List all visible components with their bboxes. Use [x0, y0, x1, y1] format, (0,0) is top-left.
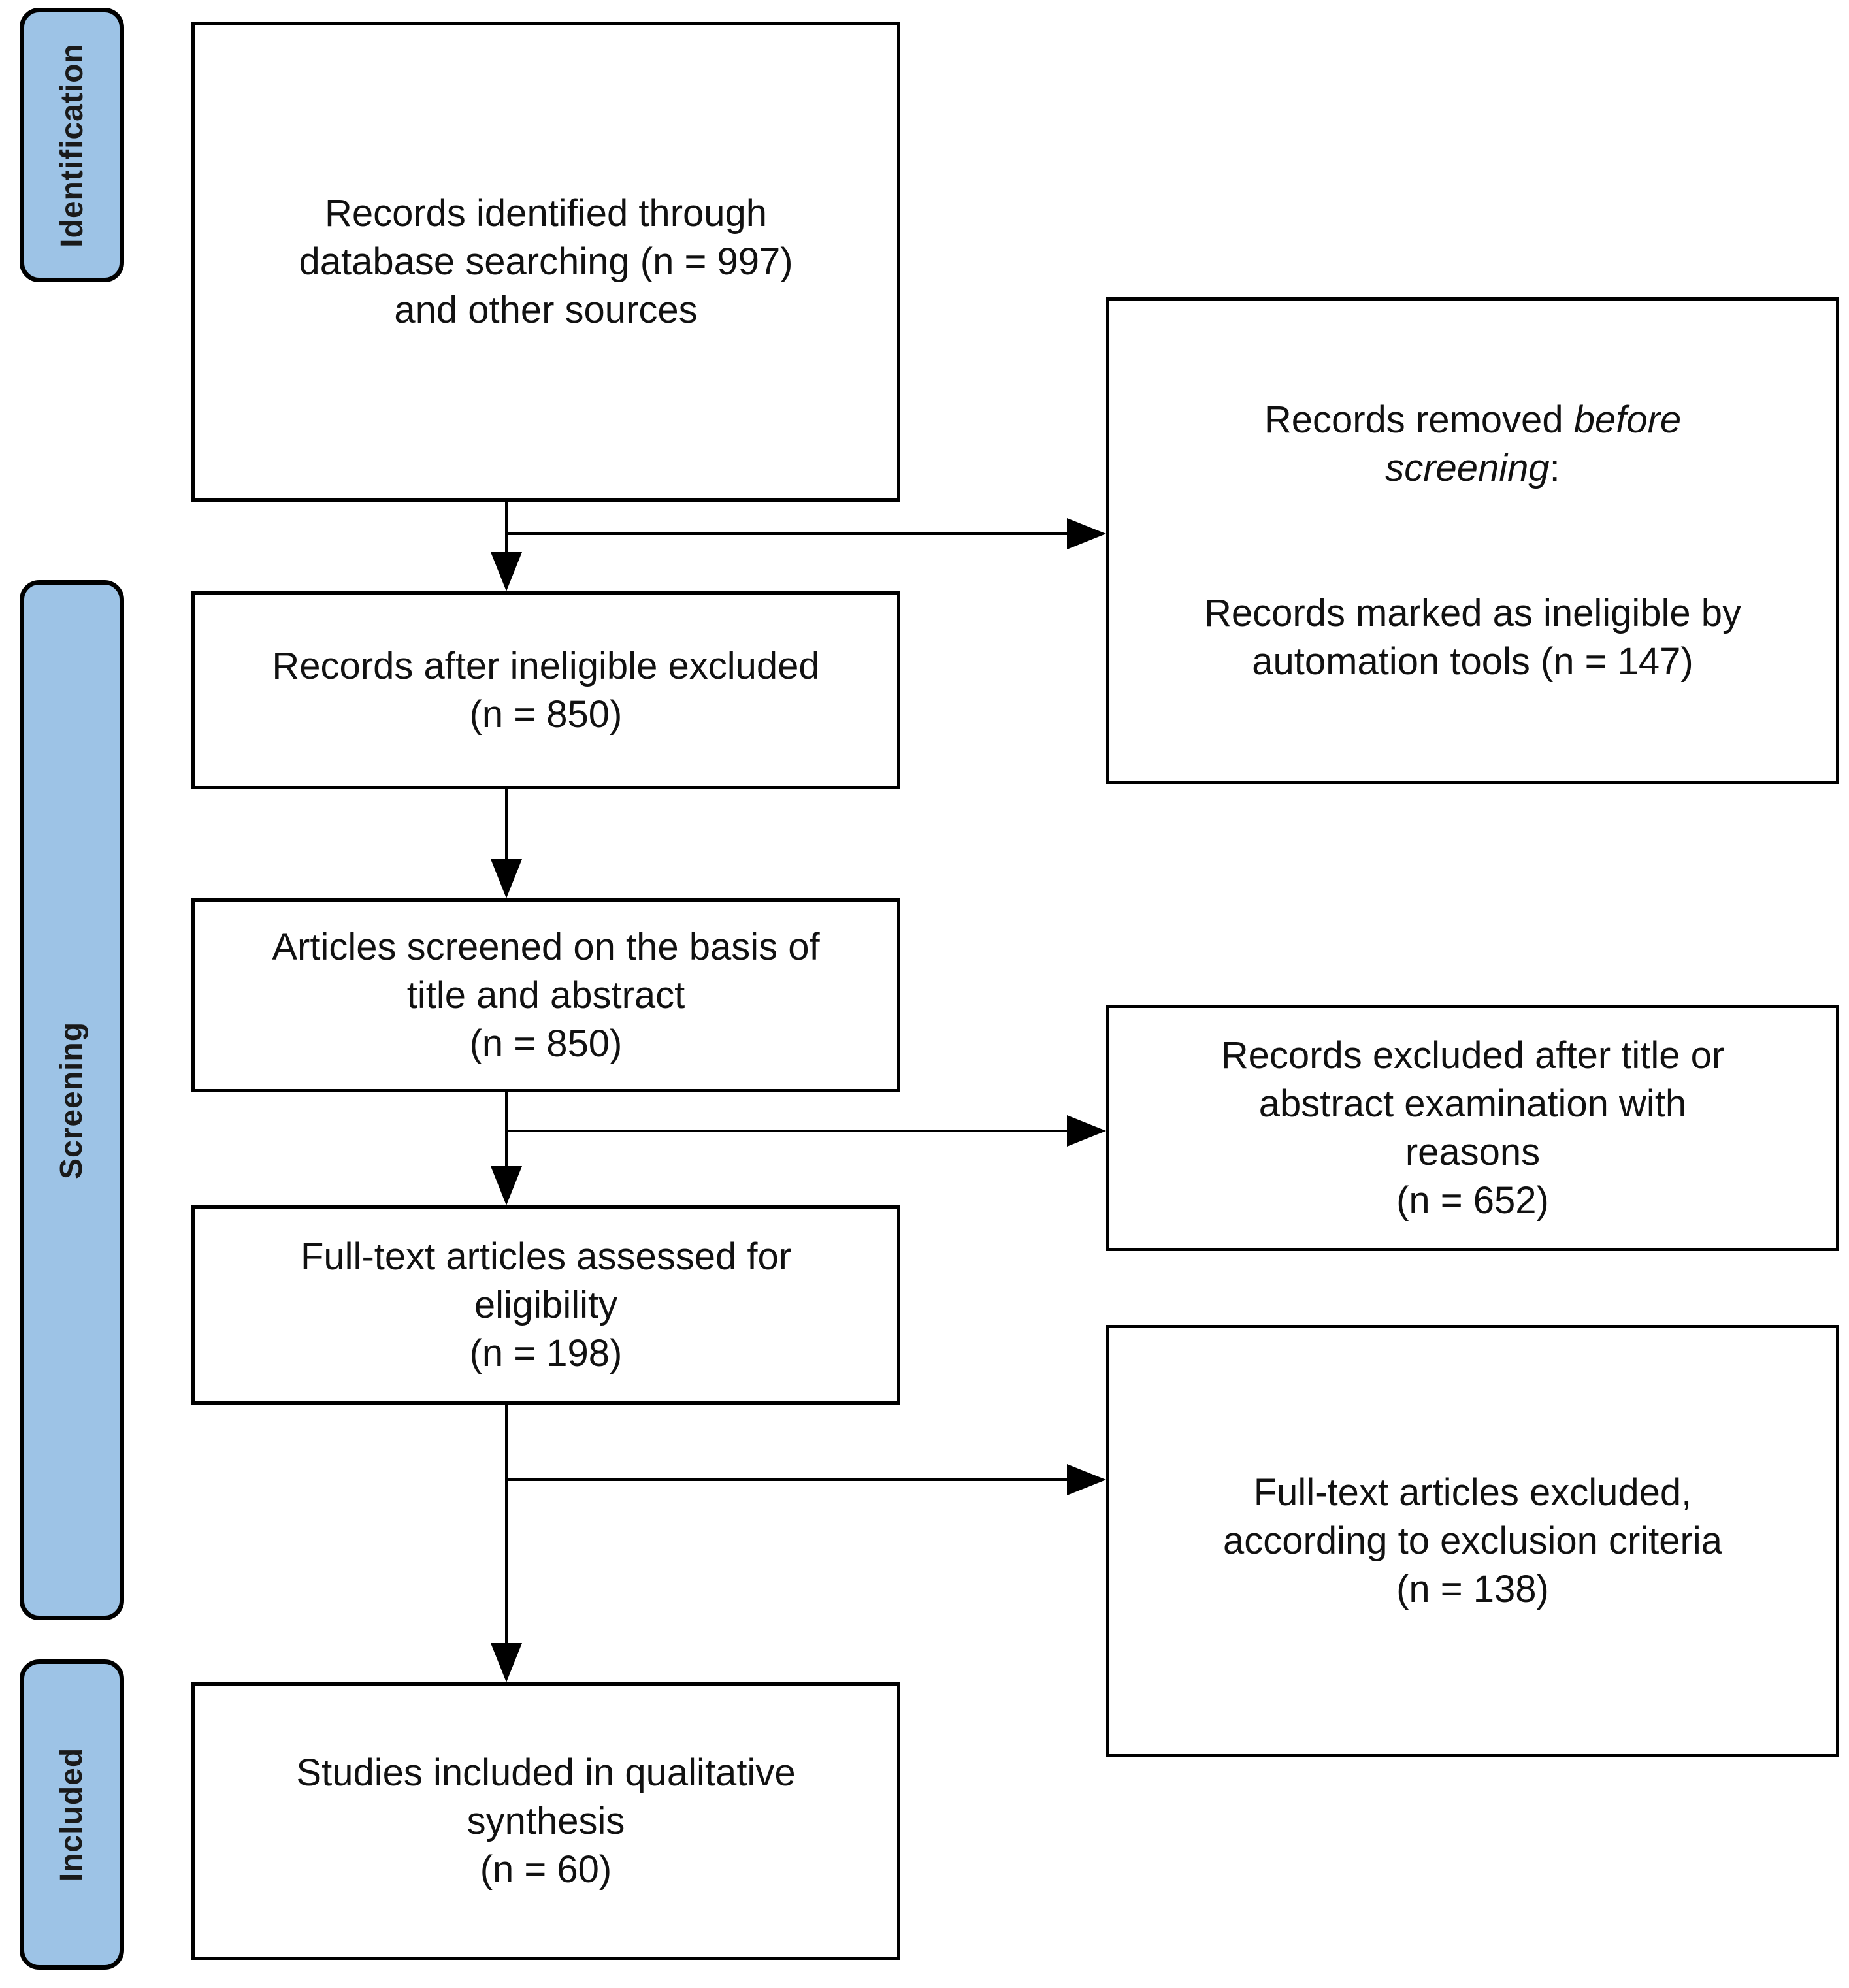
arrowhead-down-icon [491, 552, 522, 591]
box-articles-screened-text: Articles screened on the basis of title … [272, 925, 820, 1065]
box-records-removed-before-screening-text: Records removed before screening: Record… [1191, 348, 1754, 734]
connector-line-box4-rbox3 [506, 1478, 1071, 1481]
blank-line [1204, 493, 1741, 541]
arrowhead-right-icon [1067, 518, 1106, 549]
box-records-after-ineligible-excluded-text: Records after ineligible excluded (n = 8… [272, 644, 820, 736]
box-fulltext-assessed-text: Full-text articles assessed for eligibil… [300, 1235, 792, 1375]
connector-line-box1-rbox1 [506, 532, 1071, 535]
records-marked-ineligible-text: Records marked as ineligible by automati… [1203, 591, 1742, 683]
arrowhead-down-icon [491, 859, 522, 898]
box-records-identified: Records identified through database sear… [191, 22, 900, 502]
records-removed-italic-text: before screening [1385, 398, 1682, 489]
box-studies-included-text: Studies included in qualitative synthesi… [296, 1751, 796, 1891]
box-studies-included: Studies included in qualitative synthesi… [191, 1682, 900, 1960]
records-removed-colon-text: : [1549, 446, 1560, 489]
arrowhead-down-icon [491, 1643, 522, 1682]
stage-screening-label: Screening [54, 1021, 90, 1179]
arrowhead-right-icon [1067, 1464, 1106, 1495]
stage-identification-label: Identification [54, 42, 90, 248]
stage-included: Included [20, 1659, 124, 1970]
connector-line-box1-box2 [505, 502, 508, 557]
arrowhead-right-icon [1067, 1115, 1106, 1147]
connector-line-box4-box5 [505, 1405, 508, 1646]
box-fulltext-excluded-text: Full-text articles excluded, according t… [1222, 1471, 1723, 1610]
box-records-excluded-title-abstract: Records excluded after title or abstract… [1106, 1005, 1839, 1251]
records-removed-normal-text: Records removed [1264, 398, 1574, 441]
stage-included-label: Included [54, 1747, 90, 1882]
connector-line-box3-rbox2 [506, 1130, 1071, 1132]
box-articles-screened: Articles screened on the basis of title … [191, 898, 900, 1092]
box-records-excluded-title-abstract-text: Records excluded after title or abstract… [1220, 1034, 1725, 1222]
box-fulltext-excluded: Full-text articles excluded, according t… [1106, 1325, 1839, 1757]
box-records-after-ineligible-excluded: Records after ineligible excluded (n = 8… [191, 591, 900, 789]
box-records-removed-before-screening: Records removed before screening: Record… [1106, 297, 1839, 784]
stage-identification: Identification [20, 8, 124, 282]
box-fulltext-assessed: Full-text articles assessed for eligibil… [191, 1205, 900, 1405]
stage-screening: Screening [20, 580, 124, 1620]
box-records-identified-text: Records identified through database sear… [299, 191, 793, 331]
arrowhead-down-icon [491, 1166, 522, 1205]
connector-line-box2-box3 [505, 789, 508, 862]
